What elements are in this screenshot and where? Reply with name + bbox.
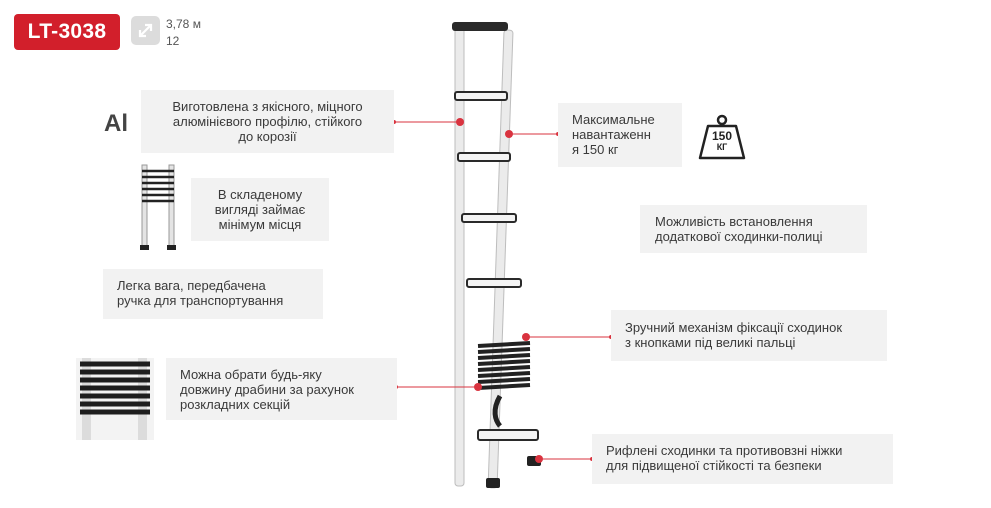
aluminium-symbol: Al <box>104 110 128 137</box>
spec-steps: 12 <box>166 34 180 48</box>
weight-value: 150 <box>711 129 733 143</box>
feature-max-load-line1: Максимальне <box>572 112 655 127</box>
feature-aluminium-line2: алюмінієвого профілю, стійкого <box>172 114 363 129</box>
feature-length-line3: розкладних секцій <box>180 397 291 412</box>
sections-closeup-thumbnail <box>76 358 154 440</box>
weight-150kg-icon: 150 КГ <box>698 114 746 160</box>
feature-max-load-line3: я 150 кг <box>572 142 619 157</box>
feature-feet: Рифлені сходинки та противовзні ніжки дл… <box>592 434 893 484</box>
feature-lock: Зручний механізм фіксації сходинок з кно… <box>611 310 887 361</box>
feature-folded-line1: В складеному <box>217 187 303 202</box>
expand-arrows-icon <box>131 16 160 45</box>
feature-folded-line3: мінімум місця <box>218 217 302 232</box>
feature-folded-line2: вигляді займає <box>214 202 306 217</box>
model-badge: LT-3038 <box>14 14 120 50</box>
feature-lightweight: Легка вага, передбачена ручка для трансп… <box>103 269 323 319</box>
feature-feet-line1: Рифлені сходинки та противовзні ніжки <box>606 443 843 458</box>
spec-height: 3,78 м <box>166 17 201 31</box>
feature-shelf: Можливість встановлення додаткової сходи… <box>640 205 867 253</box>
feature-lightweight-line2: ручка для транспортування <box>117 293 284 308</box>
feature-lock-line2: з кнопками під великі пальці <box>625 335 796 350</box>
feature-shelf-line2: додаткової сходинки-полиці <box>655 229 823 244</box>
feature-lightweight-line1: Легка вага, передбачена <box>117 278 266 293</box>
feature-length: Можна обрати будь-яку довжину драбини за… <box>166 358 397 420</box>
feature-aluminium: Виготовлена з якісного, міцного алюмініє… <box>141 90 394 153</box>
feature-max-load-line2: навантаженн <box>572 127 651 142</box>
feature-lock-line1: Зручний механізм фіксації сходинок <box>625 320 843 335</box>
feature-shelf-line1: Можливість встановлення <box>655 214 813 229</box>
feature-length-line1: Можна обрати будь-яку <box>180 367 322 382</box>
feature-aluminium-line1: Виготовлена з якісного, міцного <box>172 99 363 114</box>
feature-feet-line2: для підвищеної стійкості та безпеки <box>606 458 822 473</box>
weight-unit: КГ <box>716 142 728 152</box>
feature-max-load: Максимальне навантаженн я 150 кг <box>558 103 682 167</box>
feature-folded: В складеному вигляді займає мінімум місц… <box>191 178 329 241</box>
feature-length-line2: довжину драбини за рахунок <box>180 382 354 397</box>
feature-aluminium-line3: до корозії <box>238 129 297 144</box>
folded-ladder-thumbnail <box>140 164 176 250</box>
